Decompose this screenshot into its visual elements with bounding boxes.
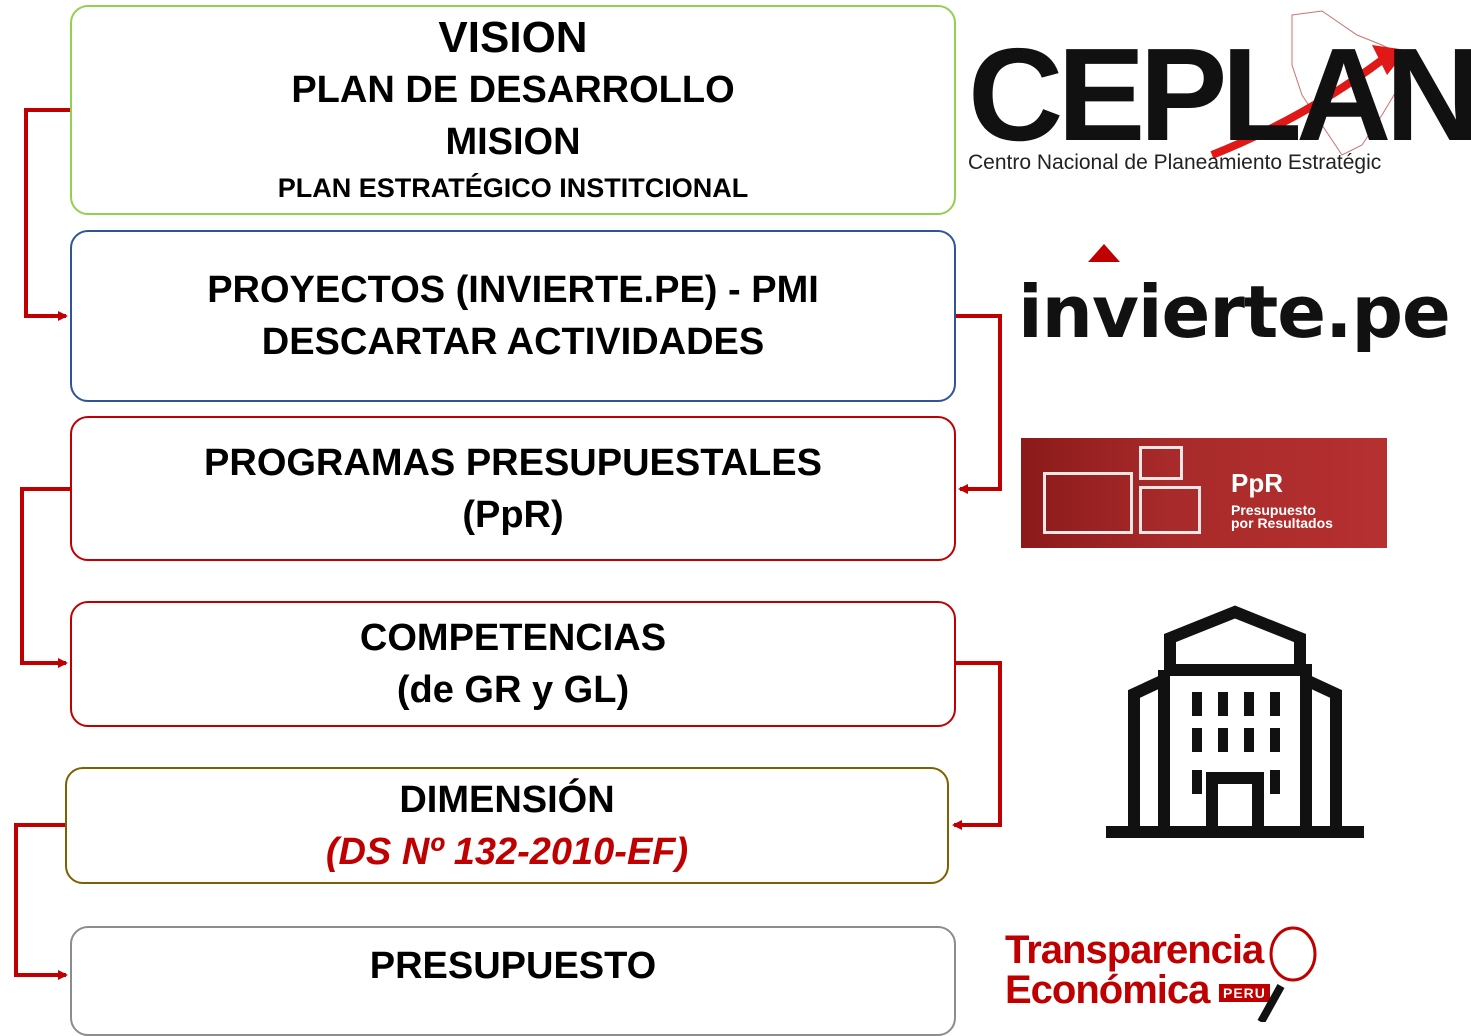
ceplan-logo: CEPLAN Centro Nacional de Planeamiento E… bbox=[962, 5, 1471, 185]
caret-icon bbox=[1088, 244, 1120, 262]
proyectos-box: PROYECTOS (INVIERTE.PE) - PMI DESCARTAR … bbox=[70, 230, 956, 402]
arrow-competencias-to-dimension bbox=[952, 661, 1002, 830]
transparencia-logo: Transparencia Económica PERU bbox=[1005, 926, 1335, 1022]
programas-title: PROGRAMAS PRESUPUESTALES bbox=[204, 441, 822, 484]
arrow-proyectos-to-programas bbox=[956, 314, 1002, 494]
vision-title: VISION bbox=[438, 13, 588, 62]
mision-label: MISION bbox=[445, 121, 581, 163]
arrow-programas-to-competencias bbox=[20, 487, 74, 668]
ppr-logo: PpR Presupuesto por Resultados bbox=[1021, 438, 1387, 548]
arrow-vision-to-proyectos bbox=[24, 108, 74, 321]
ppr-subtitle-line1: Presupuesto bbox=[1231, 502, 1316, 518]
decree-label: (DS Nº 132-2010-EF) bbox=[325, 830, 689, 873]
building-icon bbox=[1106, 605, 1364, 838]
invierte-wordmark: invierte.pe bbox=[1018, 270, 1451, 354]
dimension-title: DIMENSIÓN bbox=[399, 778, 615, 821]
frame-icon bbox=[1139, 446, 1183, 480]
proyectos-title: PROYECTOS (INVIERTE.PE) - PMI bbox=[207, 269, 819, 311]
ppr-subtitle: Presupuesto por Resultados bbox=[1231, 502, 1333, 531]
dimension-box: DIMENSIÓN (DS Nº 132-2010-EF) bbox=[65, 767, 949, 884]
competencias-box: COMPETENCIAS (de GR y GL) bbox=[70, 601, 956, 727]
magnifier-icon bbox=[1257, 926, 1317, 1022]
frame-icon bbox=[1139, 486, 1201, 534]
vision-box: VISION PLAN DE DESARROLLO MISION PLAN ES… bbox=[70, 5, 956, 215]
gr-gl-label: (de GR y GL) bbox=[396, 669, 630, 711]
plan-estrategico-label: PLAN ESTRATÉGICO INSTITCIONAL bbox=[277, 173, 749, 203]
ppr-title: PpR bbox=[1231, 468, 1283, 498]
transparencia-wordmark: Transparencia bbox=[1005, 928, 1264, 972]
ceplan-subtitle: Centro Nacional de Planeamiento Estratég… bbox=[968, 151, 1382, 174]
economica-wordmark: Económica bbox=[1005, 968, 1210, 1012]
invierte-logo: invierte.pe bbox=[1018, 244, 1451, 362]
presupuesto-box: PRESUPUESTO bbox=[70, 926, 956, 1036]
ceplan-wordmark: CEPLAN bbox=[968, 21, 1471, 168]
programas-box: PROGRAMAS PRESUPUESTALES (PpR) bbox=[70, 416, 956, 561]
peru-badge: PERU bbox=[1219, 984, 1270, 1002]
descartar-label: DESCARTAR ACTIVIDADES bbox=[261, 321, 765, 363]
ppr-label: (PpR) bbox=[462, 493, 564, 536]
arrow-dimension-to-presupuesto bbox=[14, 823, 68, 980]
peru-map-outline bbox=[1210, 10, 1407, 159]
presupuesto-title: PRESUPUESTO bbox=[369, 945, 657, 987]
ppr-subtitle-line2: por Resultados bbox=[1231, 515, 1333, 531]
frame-icon bbox=[1043, 472, 1133, 534]
competencias-title: COMPETENCIAS bbox=[359, 617, 667, 659]
plan-desarrollo-label: PLAN DE DESARROLLO bbox=[291, 69, 735, 111]
